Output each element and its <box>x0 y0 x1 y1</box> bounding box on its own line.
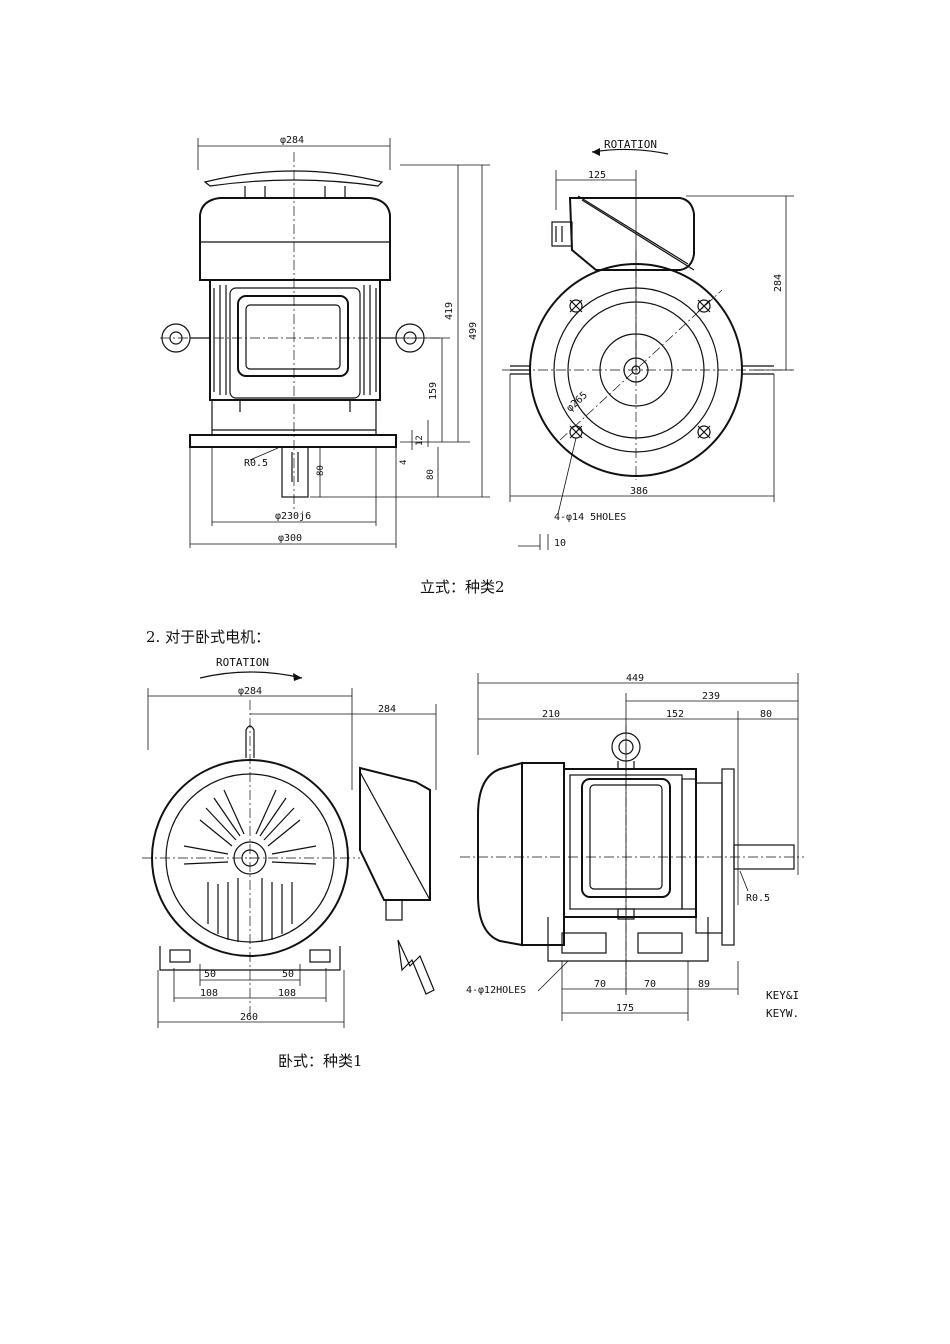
label-holes: 4-φ14 5HOLES <box>554 512 626 523</box>
dim-125: 125 <box>588 170 606 181</box>
dim-50-right: 50 <box>282 969 294 980</box>
dim-80-shaft: 80 <box>316 465 326 476</box>
rotation-label: ROTATION <box>604 138 657 151</box>
dim-108-right: 108 <box>278 988 296 999</box>
dim-70-left: 70 <box>594 979 606 990</box>
caption-vertical-type2: 立式：种类2 <box>420 578 505 596</box>
horizontal-motor-front-drawing: ROTATION φ284 284 50 50 108 108 260 <box>142 656 437 1028</box>
dim-70-right: 70 <box>644 979 656 990</box>
dim-50-left: 50 <box>204 969 216 980</box>
dim-10: 10 <box>554 538 566 549</box>
dim-260: 260 <box>240 1012 258 1023</box>
dim-419: 419 <box>444 302 455 320</box>
label-holes-horizontal: 4-φ12HOLES <box>466 985 526 996</box>
dim-diameter-284-horizontal: φ284 <box>238 686 262 697</box>
bolt-holes <box>569 299 711 439</box>
dim-175: 175 <box>616 1003 634 1014</box>
dim-diameter-300: φ300 <box>278 533 302 544</box>
dim-239: 239 <box>702 691 720 702</box>
dim-4: 4 <box>399 460 409 465</box>
label-r05: R0.5 <box>244 458 268 469</box>
dim-108-left: 108 <box>200 988 218 999</box>
label-key-1: KEY&I <box>766 989 799 1002</box>
vertical-motor-front-drawing: φ284 419 499 159 12 4 80 80 R0.5 φ230j <box>160 135 490 548</box>
label-key-2: KEYW. <box>766 1007 799 1020</box>
label-r05-horizontal: R0.5 <box>746 893 770 904</box>
dim-80-right: 80 <box>426 469 436 480</box>
vertical-motor-side-drawing: ROTATION 125 284 φ265 386 4-φ14 5HOLES <box>502 138 794 550</box>
dim-89: 89 <box>698 979 710 990</box>
horizontal-motor-side-drawing: 449 239 210 152 80 R0.5 4-φ12HOLES 70 70… <box>460 673 804 1021</box>
caption-horizontal-type1: 卧式：种类1 <box>278 1052 363 1070</box>
rotation-label-horizontal: ROTATION <box>216 656 269 669</box>
dim-449: 449 <box>626 673 644 684</box>
dim-284-horizontal: 284 <box>378 704 396 715</box>
dim-152: 152 <box>666 709 684 720</box>
dim-80-horizontal: 80 <box>760 709 772 720</box>
dim-12: 12 <box>415 435 425 446</box>
dim-499: 499 <box>468 322 479 340</box>
dim-diameter-230j6: φ230j6 <box>275 511 311 522</box>
dim-159: 159 <box>428 382 439 400</box>
dim-386: 386 <box>630 486 648 497</box>
dim-diameter-265: φ265 <box>565 390 590 414</box>
dim-diameter-284: φ284 <box>280 135 304 146</box>
section-heading-horizontal: 2. 对于卧式电机： <box>146 628 271 646</box>
dim-284: 284 <box>773 274 784 292</box>
dim-210: 210 <box>542 709 560 720</box>
fan-grille <box>183 789 317 942</box>
